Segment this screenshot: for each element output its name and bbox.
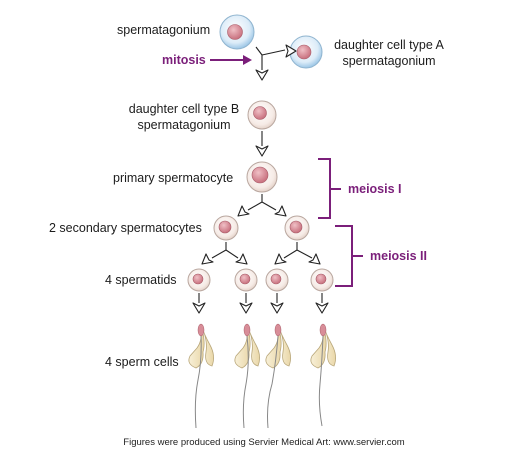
arrow-head-to-secondary-right bbox=[274, 205, 287, 217]
label-meiosis-ii: meiosis II bbox=[370, 249, 427, 263]
spermatagonium-cell bbox=[219, 14, 255, 50]
arrow-mitosis-fork bbox=[255, 46, 286, 70]
arrow-head-to-spermatid-3 bbox=[274, 253, 287, 265]
sperm-cell-1 bbox=[188, 323, 214, 429]
label-sperm-cells: 4 sperm cells bbox=[105, 355, 179, 369]
arrow-head-to-a bbox=[285, 44, 297, 58]
label-daughter-a-line1: daughter cell type A bbox=[334, 38, 444, 52]
sperm-cell-3 bbox=[265, 323, 291, 429]
attribution-footer: Figures were produced using Servier Medi… bbox=[123, 437, 405, 448]
daughter-cell-type-b bbox=[247, 100, 277, 130]
arrow-head-to-spermatid-1 bbox=[201, 253, 214, 265]
arrow-head-to-spermatid-4 bbox=[308, 253, 321, 265]
label-secondary-spermatocytes: 2 secondary spermatocytes bbox=[49, 221, 202, 235]
label-spermatids: 4 spermatids bbox=[105, 273, 177, 287]
spermatid-4 bbox=[310, 268, 334, 292]
arrow-head-to-spermatid-2 bbox=[235, 253, 248, 265]
spermatid-3 bbox=[265, 268, 289, 292]
label-primary-spermatocyte: primary spermatocyte bbox=[113, 171, 234, 185]
arrow-head-to-sperm-1 bbox=[192, 302, 206, 314]
secondary-spermatocyte-right bbox=[284, 215, 310, 241]
secondary-spermatocyte-left bbox=[213, 215, 239, 241]
sperm-cell-2 bbox=[234, 323, 260, 429]
label-spermatagonium: spermatagonium bbox=[117, 23, 211, 37]
meiosis-i-bracket bbox=[318, 158, 341, 219]
arrow-head-to-sperm-3 bbox=[270, 302, 284, 314]
arrow-head-to-secondary-left bbox=[237, 205, 250, 217]
arrow-head-down bbox=[255, 69, 269, 81]
daughter-cell-type-a bbox=[289, 35, 323, 69]
primary-spermatocyte-cell bbox=[246, 161, 278, 193]
label-daughter-a: daughter cell type A spermatagonium bbox=[330, 37, 448, 69]
spermatid-1 bbox=[187, 268, 211, 292]
arrow-head-to-primary bbox=[255, 145, 269, 157]
sperm-cell-4 bbox=[310, 323, 336, 427]
arrow-head-to-sperm-4 bbox=[315, 302, 329, 314]
meiosis-ii-bracket bbox=[335, 225, 363, 287]
label-daughter-b-line2: spermatagonium bbox=[137, 118, 231, 132]
label-meiosis-i: meiosis I bbox=[348, 182, 402, 196]
label-daughter-a-line2: spermatagonium bbox=[342, 54, 436, 68]
arrow-head-to-sperm-2 bbox=[239, 302, 253, 314]
spermatid-2 bbox=[234, 268, 258, 292]
label-daughter-b-line1: daughter cell type B bbox=[128, 102, 240, 116]
label-daughter-b: daughter cell type B spermatagonium bbox=[122, 101, 246, 133]
label-mitosis: mitosis bbox=[162, 53, 206, 67]
